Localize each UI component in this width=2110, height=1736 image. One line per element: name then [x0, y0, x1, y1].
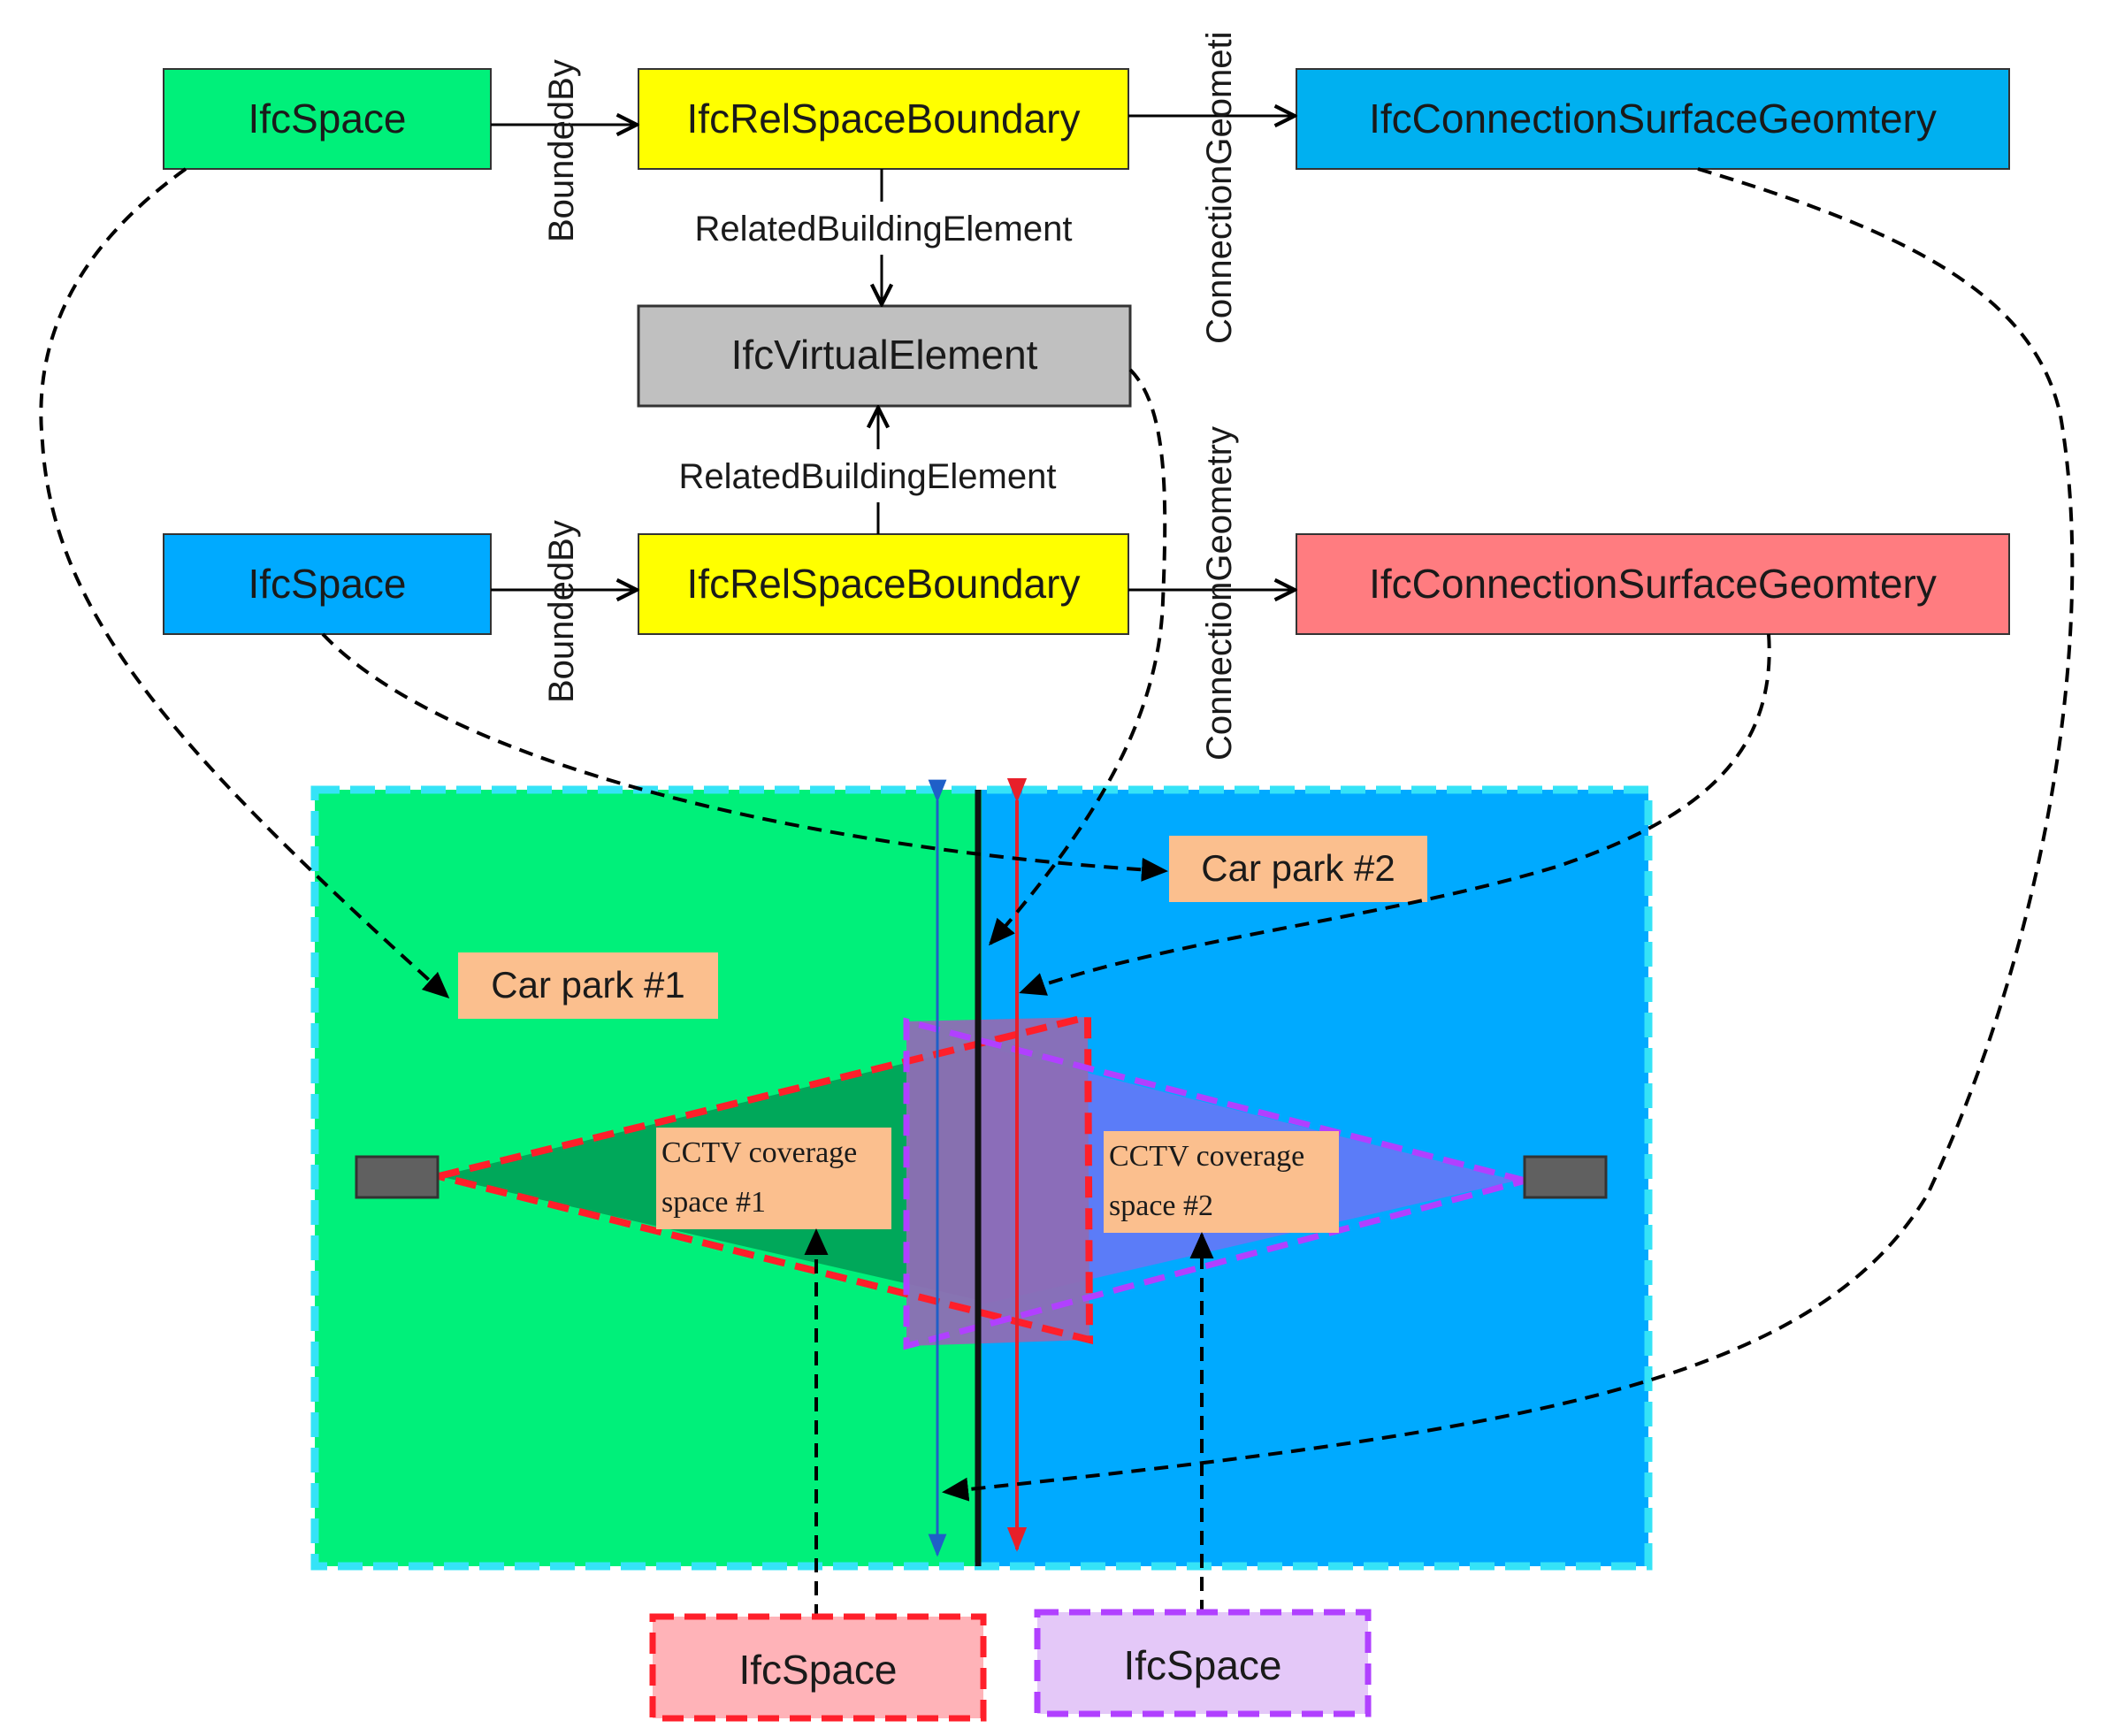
ifc-rel-space-boundary-bottom-label: IfcRelSpaceBoundary: [687, 561, 1081, 607]
ifc-connection-surface-top-box: [1296, 68, 2010, 170]
floor-plan: Car park #1 Car park #2 CCTV coverage sp…: [310, 777, 1653, 1571]
ifc-rel-space-boundary-top-box: [638, 68, 1129, 170]
ifc-virtual-element-label: IfcVirtualElement: [731, 332, 1038, 378]
ifc-space-blue-box: [163, 533, 492, 635]
ifc-space-red-box: [649, 1613, 987, 1722]
cctv-space-1-label-line1: CCTV coverage: [661, 1136, 857, 1169]
related-building-element-bottom-label: RelatedBuildingElement: [679, 457, 1057, 496]
car-park-1-label: Car park #1: [491, 964, 684, 1006]
ifc-rel-space-boundary-bottom-box: [638, 533, 1129, 635]
bounded-by-bottom-label: BoundedBy: [542, 520, 581, 703]
ifc-rel-space-boundary-top-label: IfcRelSpaceBoundary: [687, 96, 1081, 141]
ifc-space-green-label: IfcSpace: [248, 96, 407, 141]
cctv-space-1-label-line2: space #1: [661, 1186, 766, 1219]
ifc-graph: IfcSpace IfcRelSpaceBoundary IfcConnecti…: [39, 31, 2075, 1722]
cctv-space-2-tag: [1104, 1131, 1339, 1233]
ifc-space-purple-box: [1034, 1609, 1372, 1717]
related-bottom-label-bg: [638, 449, 1098, 502]
related-building-element-top-label: RelatedBuildingElement: [695, 210, 1073, 249]
bounded-by-top-label: BoundedBy: [542, 59, 581, 242]
camera-icon: [1523, 1155, 1608, 1199]
ifc-connection-surface-top-label: IfcConnectionSurfaceGeomtery: [1369, 96, 1937, 141]
cctv-space-2-outline: [903, 1017, 1526, 1350]
cctv-space-1-tag: [656, 1128, 891, 1229]
related-top-label-bg: [638, 202, 1098, 255]
ifc-connection-surface-bottom-box: [1296, 533, 2010, 635]
ifc-space-green-box: [163, 68, 492, 170]
ref-arrow-virtual-element-to-wall: [989, 368, 1167, 946]
ifc-space-blue-label: IfcSpace: [248, 561, 407, 607]
ref-arrow-conn-top-to-blue-line: [942, 167, 2075, 1502]
ifc-connection-surface-bottom-label: IfcConnectionSurfaceGeomtery: [1369, 561, 1937, 607]
ifc-virtual-element-box: [637, 304, 1132, 408]
cctv-space-1-outline: [438, 1012, 1094, 1345]
ref-arrow-conn-bottom-to-red-line: [1019, 633, 1771, 996]
car-park-1-tag: [458, 952, 718, 1019]
connection-geometry-top-label: ConnectionGeometi: [1200, 31, 1239, 344]
ifc-space-purple-label: IfcSpace: [1124, 1642, 1282, 1688]
cctv-space-2-label-line2: space #2: [1109, 1189, 1213, 1222]
connection-geometry-bottom-label: ConnectionGeometry: [1200, 426, 1239, 761]
cctv-space-2-label-line1: CCTV coverage: [1109, 1140, 1304, 1173]
car-park-2-tag: [1169, 836, 1427, 902]
car-park-2-label: Car park #2: [1201, 847, 1395, 889]
floor-plan-border: [310, 785, 1653, 1571]
camera-icon: [355, 1155, 440, 1199]
ifc-space-red-label: IfcSpace: [739, 1647, 898, 1693]
overlap-region: [906, 1017, 1089, 1346]
